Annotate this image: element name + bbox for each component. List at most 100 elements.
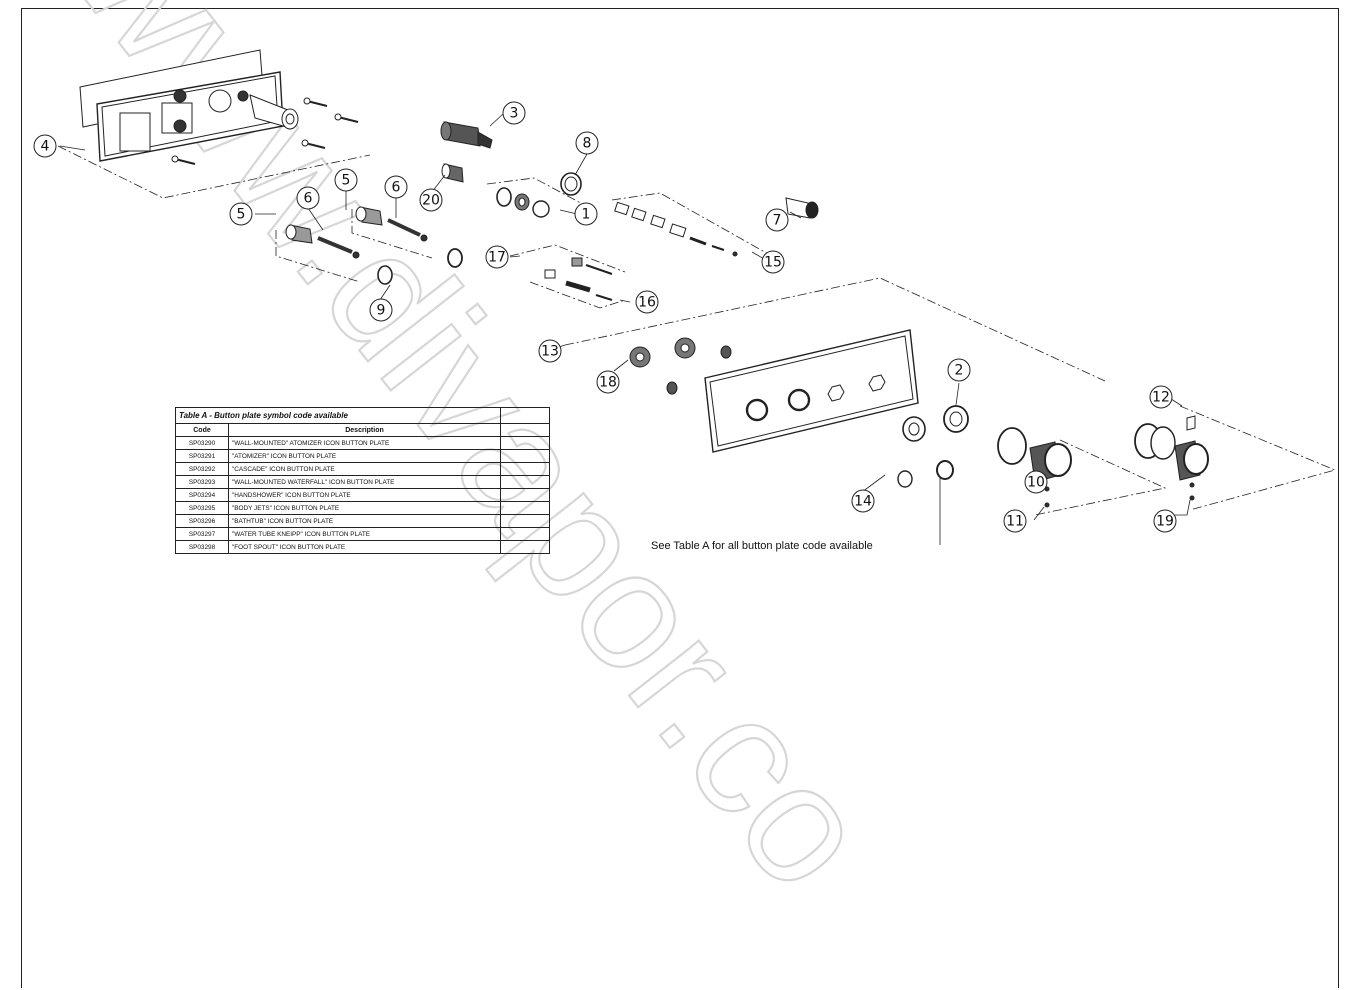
table-cell-code: SP03292 — [175, 462, 229, 476]
callout-circle — [596, 370, 620, 394]
callout-circle — [635, 290, 659, 314]
callout-number: 7 — [773, 213, 782, 229]
callout-number: 13 — [541, 344, 559, 360]
check-valve — [441, 163, 464, 183]
callout-circle — [502, 101, 526, 125]
table-title-extra — [500, 407, 550, 424]
callout-number: 4 — [41, 139, 50, 155]
thermostatic-cartridge — [440, 121, 493, 149]
callout-number: 20 — [422, 193, 440, 209]
diverter-valve-right — [355, 206, 428, 242]
callout-number: 1 — [582, 207, 591, 223]
control-knob-right — [1134, 415, 1209, 501]
table-row: SP03294"HANDSHOWER" ICON BUTTON PLATE — [175, 488, 550, 502]
table-title: Table A - Button plate symbol code avail… — [175, 407, 501, 424]
table-cell-extra — [500, 540, 550, 554]
column-header-description: Description — [228, 423, 501, 437]
table-cell-extra — [500, 514, 550, 528]
table-cell-description: "HANDSHOWER" ICON BUTTON PLATE — [228, 488, 501, 502]
diverter-cartridge — [785, 197, 819, 219]
table-cell-code: SP03295 — [175, 501, 229, 515]
callout-circle — [369, 298, 393, 322]
control-adapters — [629, 337, 732, 395]
table-row: SP03292"CASCADE" ICON BUTTON PLATE — [175, 462, 550, 476]
column-header-extra — [500, 423, 550, 437]
table-cell-code: SP03297 — [175, 527, 229, 541]
callout-circle — [538, 339, 562, 363]
callout-number: 10 — [1027, 475, 1045, 491]
table-cell-description: "WALL-MOUNTED" ATOMIZER ICON BUTTON PLAT… — [228, 436, 501, 450]
table-row: SP03297"WATER TUBE KNEIPP" ICON BUTTON P… — [175, 527, 550, 541]
table-cell-extra — [500, 436, 550, 450]
button-caps — [897, 460, 954, 488]
callout-number: 17 — [488, 250, 506, 266]
callout-number: 19 — [1156, 514, 1174, 530]
valve-ring-nut — [377, 248, 463, 285]
table-row: SP03293"WALL-MOUNTED WATERFALL" ICON BUT… — [175, 475, 550, 489]
callout-number: 9 — [377, 303, 386, 319]
callout-circle — [765, 208, 789, 232]
table-cell-code: SP03290 — [175, 436, 229, 450]
callout-circle — [33, 134, 57, 158]
diverter-valve-left — [285, 224, 360, 259]
table-cell-description: "BODY JETS" ICON BUTTON PLATE — [228, 501, 501, 515]
table-row: SP03291"ATOMIZER" ICON BUTTON PLATE — [175, 449, 550, 463]
callout-number: 5 — [342, 173, 351, 189]
callout-number: 12 — [1152, 390, 1170, 406]
callout-circle — [296, 186, 320, 210]
assembly-lines — [57, 145, 1337, 516]
table-cell-extra — [500, 449, 550, 463]
callout-number: 11 — [1006, 514, 1024, 530]
callout-number: 18 — [599, 375, 617, 391]
callout-number: 8 — [583, 136, 592, 152]
plate-rings — [902, 405, 969, 442]
table-header-row: Code Description — [175, 423, 550, 437]
callout-circle — [1153, 509, 1177, 533]
table-cell-code: SP03294 — [175, 488, 229, 502]
table-row: SP03290"WALL-MOUNTED" ATOMIZER ICON BUTT… — [175, 436, 550, 450]
table-cell-extra — [500, 475, 550, 489]
front-button-plate — [704, 329, 919, 453]
callout-circle — [334, 168, 358, 192]
callout-number: 15 — [764, 255, 782, 271]
table-cell-code: SP03293 — [175, 475, 229, 489]
table-row: SP03296"BATHTUB" ICON BUTTON PLATE — [175, 514, 550, 528]
table-cell-extra — [500, 488, 550, 502]
table-cell-code: SP03298 — [175, 540, 229, 554]
table-cell-description: "CASCADE" ICON BUTTON PLATE — [228, 462, 501, 476]
callout-circle — [1003, 509, 1027, 533]
table-cell-description: "WALL-MOUNTED WATERFALL" ICON BUTTON PLA… — [228, 475, 501, 489]
column-header-code: Code — [175, 423, 229, 437]
table-cell-description: "WATER TUBE KNEIPP" ICON BUTTON PLATE — [228, 527, 501, 541]
callout-number: 14 — [854, 494, 872, 510]
callout-circle — [575, 131, 599, 155]
spindle-extension-kit — [614, 201, 738, 257]
callout-circle — [761, 250, 785, 274]
table-cell-extra — [500, 462, 550, 476]
callout-circle — [485, 245, 509, 269]
table-reference-note: See Table A for all button plate code av… — [651, 540, 873, 552]
drawing-frame — [21, 8, 1339, 988]
mounting-screws — [171, 97, 359, 165]
extension-screws — [544, 257, 613, 301]
callout-number: 3 — [510, 106, 519, 122]
callout-circle — [384, 175, 408, 199]
table-cell-description: "BATHTUB" ICON BUTTON PLATE — [228, 514, 501, 528]
table-cell-extra — [500, 527, 550, 541]
button-plate-code-table: Table A - Button plate symbol code avail… — [175, 407, 550, 554]
table-cell-description: "ATOMIZER" ICON BUTTON PLATE — [228, 449, 501, 463]
callout-circle — [851, 489, 875, 513]
callout-circle — [574, 202, 598, 226]
callout-circle — [947, 358, 971, 382]
table-row: SP03298"FOOT SPOUT" ICON BUTTON PLATE — [175, 540, 550, 554]
back-mounting-plate — [79, 49, 299, 162]
table-cell-code: SP03291 — [175, 449, 229, 463]
callout-circle — [419, 188, 443, 212]
callout-circle — [1024, 470, 1048, 494]
table-cell-code: SP03296 — [175, 514, 229, 528]
callout-number: 16 — [638, 295, 656, 311]
table-cell-extra — [500, 501, 550, 515]
table-row: SP03295"BODY JETS" ICON BUTTON PLATE — [175, 501, 550, 515]
table-cell-description: "FOOT SPOUT" ICON BUTTON PLATE — [228, 540, 501, 554]
